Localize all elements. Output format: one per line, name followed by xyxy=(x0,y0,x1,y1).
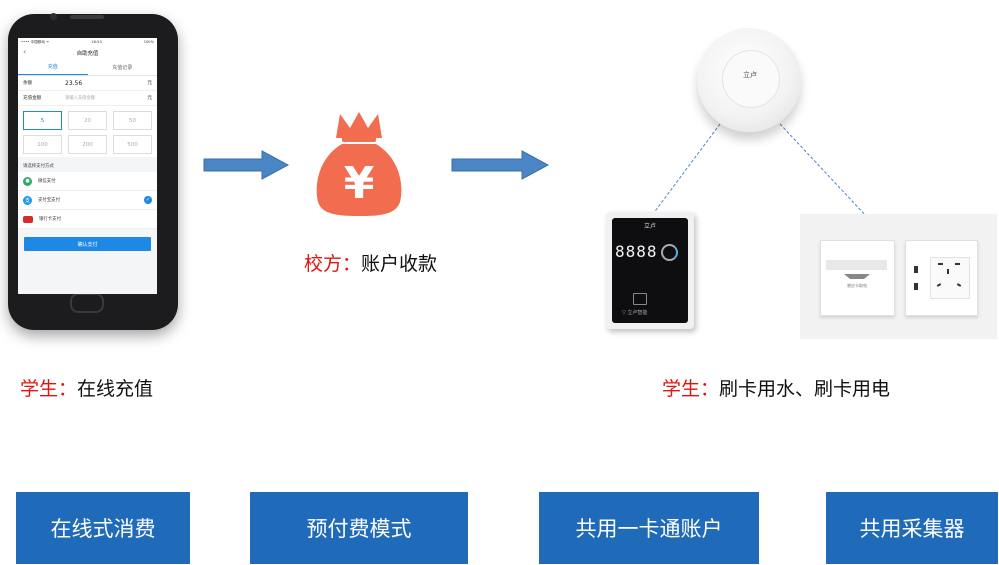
water-meter-ring-icon xyxy=(661,244,678,261)
socket-face xyxy=(930,257,970,299)
page-title: 自助充值 xyxy=(76,50,99,57)
phone-home-button xyxy=(70,293,104,313)
confirm-pay-button[interactable]: 确认支付 xyxy=(24,237,151,251)
wechat-icon: ● xyxy=(23,176,32,186)
amount-option[interactable]: 100 xyxy=(23,135,62,154)
status-time: 16:53 xyxy=(91,40,102,44)
amount-row[interactable]: 充值金额 请输入充值金额 元 xyxy=(18,91,157,106)
arrow-right-icon xyxy=(203,150,290,180)
caption-role: 校方： xyxy=(304,253,362,275)
amount-option[interactable]: 20 xyxy=(68,111,107,130)
amount-input[interactable]: 请输入充值金额 xyxy=(65,96,96,101)
feature-box-shared-collector: 共用采集器 xyxy=(826,492,998,564)
socket-hole xyxy=(947,269,949,274)
water-meter-brand: ▽ 立卢智能 xyxy=(622,310,648,316)
amount-option[interactable]: 50 xyxy=(113,111,152,130)
connector-line xyxy=(779,123,869,219)
pay-option-label: 微信支付 xyxy=(38,179,56,184)
card-slot xyxy=(826,260,887,270)
card-icon xyxy=(633,293,647,305)
collector-logo: 立卢 xyxy=(743,71,757,79)
pay-option-wechat[interactable]: ● 微信支付 xyxy=(18,172,157,191)
caption-text: 刷卡用水、刷卡用电 xyxy=(719,378,891,400)
checkmark-icon: ✓ xyxy=(144,196,152,204)
socket-hole xyxy=(938,263,943,265)
yen-symbol: ¥ xyxy=(344,158,375,209)
pay-method-title: 请选择支付方式 xyxy=(18,157,157,172)
status-carrier: •••• 中国移动 ᯤ xyxy=(21,39,50,44)
phone-speaker xyxy=(70,15,104,19)
feature-box-online-consumption: 在线式消费 xyxy=(16,492,190,564)
caption-school: 校方：账户收款 xyxy=(304,249,437,276)
feature-box-prepaid: 预付费模式 xyxy=(250,492,468,564)
pay-option-alipay[interactable]: 支 支付宝支付 ✓ xyxy=(18,191,157,210)
phone-camera xyxy=(50,13,57,20)
balance-unit: 元 xyxy=(147,81,152,86)
status-battery: 100% xyxy=(143,40,154,44)
status-bar: •••• 中国移动 ᯤ 16:53 100% xyxy=(18,38,157,46)
money-bag-icon: ¥ xyxy=(316,112,402,216)
balance-label: 余额 xyxy=(23,81,33,86)
caption-text: 账户收款 xyxy=(361,253,438,275)
amount-grid: 5 20 50 100 200 500 xyxy=(18,106,157,157)
pay-option-label: 支付宝支付 xyxy=(38,198,60,203)
collector-button xyxy=(722,50,780,108)
pay-option-label: 银行卡支付 xyxy=(39,217,61,222)
caption-role: 学生： xyxy=(20,378,78,400)
tab-recharge[interactable]: 充值 xyxy=(18,59,88,75)
usb-port-icon xyxy=(914,283,918,290)
amount-unit: 元 xyxy=(147,96,152,101)
balance-value: 23.56 xyxy=(65,79,83,87)
caption-student-card: 学生：刷卡用水、刷卡用电 xyxy=(662,374,890,401)
caption-role: 学生： xyxy=(662,378,720,400)
amount-option[interactable]: 5 xyxy=(23,111,62,130)
pay-option-bank[interactable]: 银行卡支付 xyxy=(18,210,157,229)
water-meter-logo: 立卢 xyxy=(643,223,656,230)
amount-label: 充值金额 xyxy=(23,96,42,101)
amount-option[interactable]: 200 xyxy=(68,135,107,154)
alipay-icon: 支 xyxy=(23,195,32,205)
tab-records[interactable]: 充值记录 xyxy=(112,64,133,71)
connector-lines xyxy=(649,123,869,219)
nav-bar: ‹ 自助充值 xyxy=(18,46,157,59)
amount-option[interactable]: 500 xyxy=(113,135,152,154)
back-icon[interactable]: ‹ xyxy=(23,47,27,56)
caption-student-online: 学生：在线充值 xyxy=(20,374,153,401)
water-meter-digits: 8888 xyxy=(615,242,658,261)
connector-line xyxy=(649,123,721,219)
arrow-right-icon xyxy=(451,150,550,180)
phone-screen: •••• 中国移动 ᯤ 16:53 100% ‹ 自助充值 充值 充值记录 余额… xyxy=(18,38,157,294)
feature-box-shared-account: 共用一卡通账户 xyxy=(539,492,759,564)
usb-port-icon xyxy=(914,266,918,273)
bank-card-icon xyxy=(23,215,33,223)
balance-row: 余额 23.56 元 xyxy=(18,76,157,91)
tab-bar: 充值 充值记录 xyxy=(18,59,157,76)
switch-logo-icon xyxy=(844,274,870,279)
switch-caption: 感应卡取电 xyxy=(847,283,867,288)
socket-hole xyxy=(955,263,960,265)
caption-text: 在线充值 xyxy=(77,378,154,400)
water-meter-display xyxy=(612,218,688,323)
